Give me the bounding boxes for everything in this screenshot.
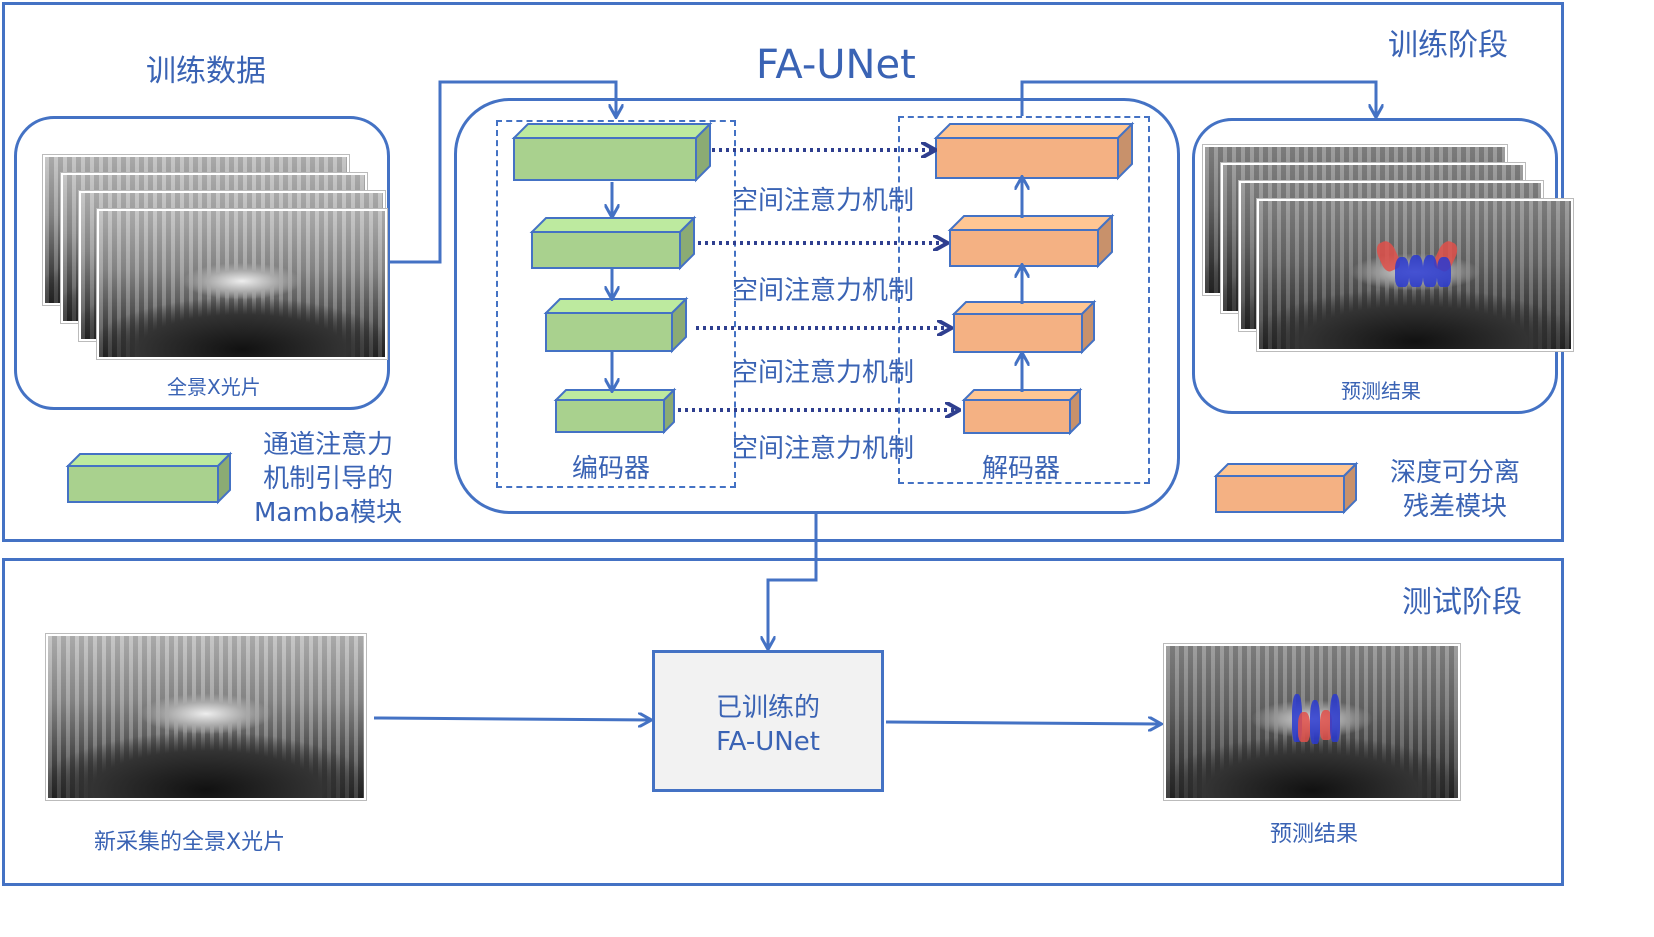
legend-residual-label: 深度可分离 残差模块 bbox=[1390, 458, 1521, 522]
train-to-test-connector bbox=[768, 514, 818, 648]
front-face bbox=[963, 399, 1071, 434]
blue-mask bbox=[1292, 694, 1302, 742]
skip-connection-label: 空间注意力机制 bbox=[732, 434, 915, 464]
model-title: FA-UNet bbox=[756, 42, 916, 88]
output-caption: 预测结果 bbox=[1341, 379, 1421, 403]
front-face bbox=[555, 399, 665, 433]
testing-stage-label: 测试阶段 bbox=[1402, 585, 1522, 620]
top-face bbox=[933, 123, 1135, 139]
top-face bbox=[553, 389, 677, 401]
encoder-label: 编码器 bbox=[572, 454, 651, 484]
front-face bbox=[1215, 475, 1345, 513]
xray-image bbox=[97, 209, 387, 359]
top-face bbox=[65, 453, 233, 467]
blue-mask bbox=[1395, 257, 1409, 287]
top-face bbox=[543, 298, 689, 314]
blue-mask bbox=[1310, 700, 1320, 744]
front-face bbox=[935, 137, 1119, 179]
legend-mamba-block bbox=[65, 451, 233, 505]
model-to-output-arrow bbox=[885, 722, 1160, 724]
skip-connection-label: 空间注意力机制 bbox=[732, 186, 915, 216]
input-caption: 全景X光片 bbox=[167, 375, 261, 399]
front-face bbox=[545, 312, 673, 352]
blue-mask bbox=[1437, 257, 1451, 287]
skip-connection-label: 空间注意力机制 bbox=[732, 358, 915, 388]
top-face bbox=[529, 217, 697, 233]
encoder-block bbox=[553, 387, 677, 435]
input-to-model-arrow bbox=[373, 718, 650, 720]
decoder-region bbox=[898, 116, 1150, 484]
decoder-block bbox=[961, 387, 1083, 436]
top-face bbox=[951, 301, 1097, 315]
training-data-label: 训练数据 bbox=[146, 54, 266, 89]
decoder-label: 解码器 bbox=[982, 454, 1061, 484]
red-mask bbox=[1298, 712, 1310, 742]
model-to-prediction-connector bbox=[1020, 80, 1376, 116]
skip-connection-label: 空间注意力机制 bbox=[732, 276, 915, 306]
new-xray-caption: 新采集的全景X光片 bbox=[94, 830, 286, 855]
blue-mask bbox=[1330, 694, 1340, 742]
testing-stage-frame bbox=[2, 558, 1564, 886]
red-mask bbox=[1320, 710, 1332, 740]
training-stage-label: 训练阶段 bbox=[1388, 28, 1508, 63]
prediction-images-box: 预测结果 bbox=[1192, 118, 1573, 414]
test-prediction-caption: 预测结果 bbox=[1270, 822, 1359, 847]
top-face bbox=[947, 215, 1115, 231]
legend-residual-block bbox=[1213, 461, 1359, 515]
legend-mamba-label: 通道注意力 机制引导的 Mamba模块 bbox=[254, 430, 403, 528]
encoder-block bbox=[529, 215, 697, 271]
prediction-image bbox=[1257, 199, 1573, 351]
decoder-block bbox=[947, 213, 1115, 269]
decoder-block bbox=[933, 121, 1135, 181]
new-xray-image bbox=[46, 634, 366, 800]
encoder-block bbox=[511, 121, 713, 183]
trained-model-box: 已训练的 FA-UNet bbox=[652, 650, 884, 792]
input-images-box: 全景X光片 bbox=[14, 116, 390, 410]
top-face bbox=[511, 123, 713, 139]
blue-mask bbox=[1409, 255, 1423, 287]
front-face bbox=[949, 229, 1099, 267]
encoder-region bbox=[496, 120, 736, 488]
encoder-block bbox=[543, 296, 689, 354]
decoder-block bbox=[951, 299, 1097, 355]
top-face bbox=[1213, 463, 1359, 477]
front-face bbox=[953, 313, 1083, 353]
blue-mask bbox=[1423, 255, 1437, 287]
test-prediction-image bbox=[1164, 644, 1460, 800]
input-to-model-connector bbox=[390, 80, 616, 264]
front-face bbox=[513, 137, 697, 181]
front-face bbox=[531, 231, 681, 269]
front-face bbox=[67, 465, 219, 503]
